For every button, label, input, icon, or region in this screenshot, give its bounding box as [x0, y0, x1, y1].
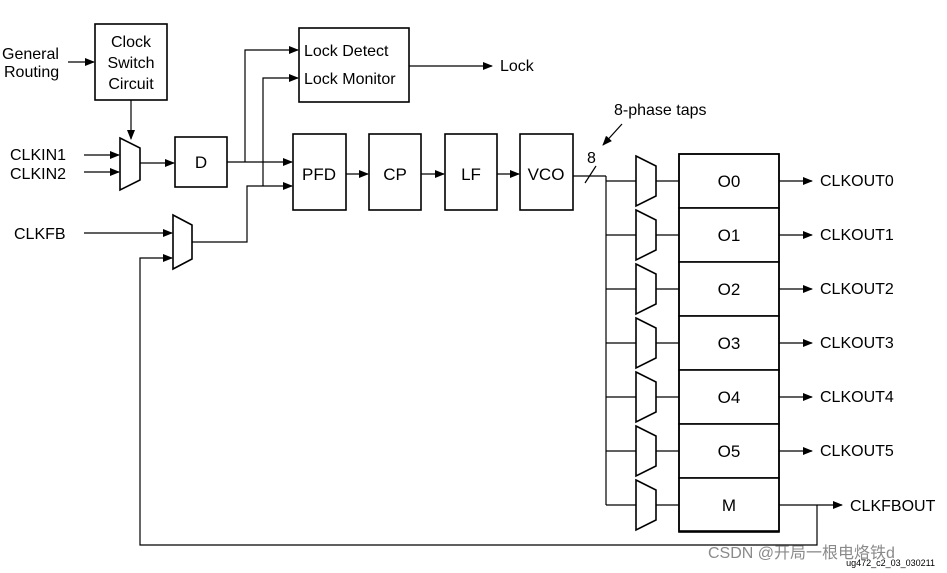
- figure-id: ug472_c2_03_030211: [846, 558, 935, 568]
- stage-mux-5: [635, 424, 657, 478]
- stage-mux-6: [635, 478, 657, 532]
- clkout-label-5: CLKOUT5: [820, 443, 894, 460]
- counter-label-0: O0: [718, 172, 741, 191]
- clock-switch-label-line2: Switch: [107, 55, 154, 72]
- clkfbout-label: CLKFBOUT: [850, 498, 936, 515]
- lf-box: [444, 133, 498, 211]
- clkfb-label: CLKFB: [14, 226, 66, 243]
- counter-label-5: O5: [718, 442, 741, 461]
- counter-label-2: O2: [718, 280, 741, 299]
- counter-label-4: O4: [718, 388, 741, 407]
- lock-monitor-label: Lock Monitor: [304, 71, 396, 88]
- stage-mux-4: [635, 370, 657, 424]
- feedback-loop-wire: [139, 254, 818, 546]
- lf-label: LF: [461, 165, 481, 184]
- cp-box: [368, 133, 422, 211]
- clock-switch-label-line3: Circuit: [108, 76, 154, 93]
- counter-label-6: M: [722, 496, 736, 515]
- stage-mux-3: [635, 316, 657, 370]
- clock-switch-label-line1: Clock: [111, 34, 152, 51]
- counter-cell-5: [678, 423, 780, 479]
- bus-slash: [584, 165, 597, 184]
- divider-to-lock-detect-wire: [244, 46, 299, 162]
- stage-mux-0: [635, 154, 657, 208]
- counter-cell-1: [678, 207, 780, 263]
- stage-mux-1: [635, 208, 657, 262]
- stage-mux-2: [635, 262, 657, 316]
- clkout-label-2: CLKOUT2: [820, 281, 894, 298]
- clkout-label-3: CLKOUT3: [820, 335, 894, 352]
- clkout-label-4: CLKOUT4: [820, 389, 894, 406]
- pfd-box: [292, 133, 347, 211]
- counter-frame: [678, 153, 780, 532]
- counter-label-3: O3: [718, 334, 741, 353]
- feedback-mux: [172, 213, 193, 271]
- clkout-label-1: CLKOUT1: [820, 227, 894, 244]
- divider-label: D: [195, 153, 207, 172]
- feedback-to-pfd-wire: [192, 182, 293, 243]
- pfd-label: PFD: [302, 165, 336, 184]
- lock-output-label: Lock: [500, 58, 535, 75]
- csdn-watermark: CSDN @开局一根电烙铁d: [708, 544, 895, 562]
- general-routing-label-line1: General: [2, 46, 59, 63]
- lock-detect-monitor-box: [298, 27, 410, 103]
- vco-label: VCO: [528, 165, 565, 184]
- counter-cell-6: [678, 477, 780, 533]
- counter-label-1: O1: [718, 226, 741, 245]
- lock-detect-label: Lock Detect: [304, 43, 389, 60]
- input-mux: [119, 136, 141, 192]
- feedback-to-lock-monitor-wire: [262, 74, 299, 186]
- phase-taps-label: 8-phase taps: [614, 102, 707, 119]
- clkin1-label: CLKIN1: [10, 147, 66, 164]
- phase-taps-pointer: [602, 123, 623, 146]
- vco-box: [519, 133, 574, 211]
- bus-width-label: 8: [587, 150, 596, 167]
- cp-label: CP: [383, 165, 407, 184]
- general-routing-label-line2: Routing: [4, 64, 59, 81]
- clkin2-label: CLKIN2: [10, 166, 66, 183]
- clkout-label-0: CLKOUT0: [820, 173, 894, 190]
